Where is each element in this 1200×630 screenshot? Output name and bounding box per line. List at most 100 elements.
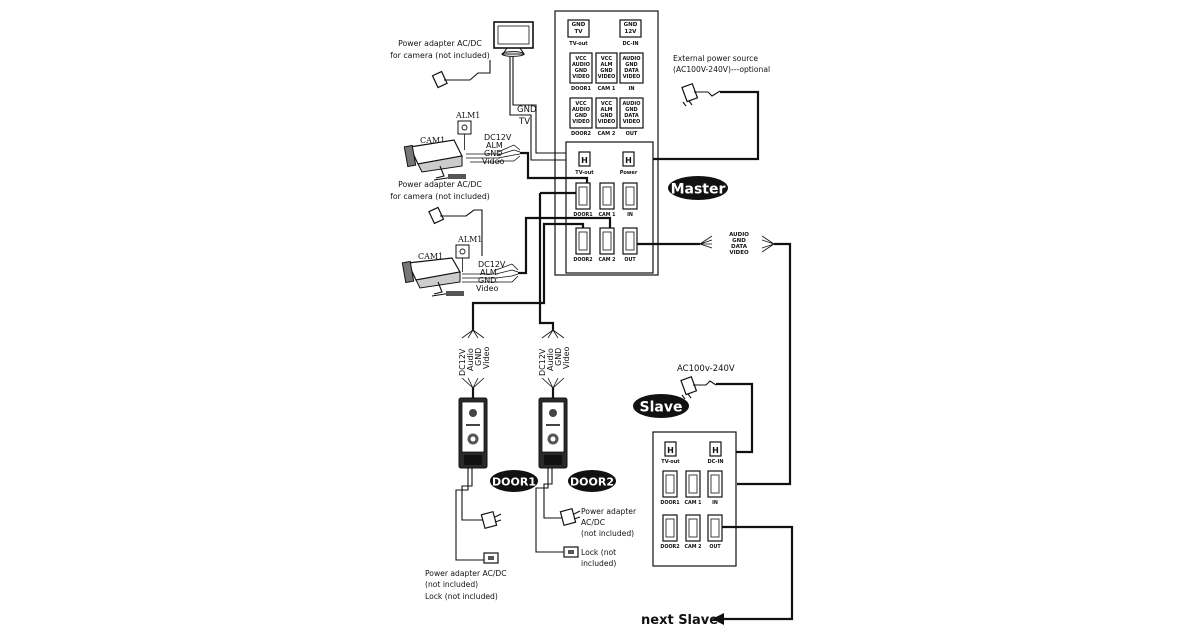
cam2-wire-label: GND [478,276,496,285]
slave-out-connector: OUT [707,514,723,550]
svg-text:VCC: VCC [575,56,587,62]
slave-door1-connector: DOOR1 [660,470,680,506]
svg-text:OUT: OUT [626,131,638,137]
external-power-label: External power source [673,54,758,63]
svg-text:Audio: Audio [546,348,555,371]
cam1-fan-join [513,144,521,162]
svg-text:H: H [712,446,719,455]
door1-power-adapter-icon [480,510,502,530]
svg-text:AUDIO: AUDIO [572,62,590,68]
svg-text:GND: GND [600,113,612,119]
cam1-wire-label: GND [484,149,502,158]
cam1-adapter-label: Power adapter AC/DC [398,39,482,48]
next-slave-cable [722,525,794,621]
svg-text:IN: IN [712,500,718,506]
slave-in-connector: IN [707,470,723,506]
cam1-label: CAM1 [420,136,445,145]
alm1-label: ALM1 [455,111,480,120]
external-power-label-2: (AC100V-240V)---optional [673,65,770,74]
door1-note: Lock (not included) [425,592,498,601]
cam1-tail [466,153,500,163]
svg-text:H: H [625,156,632,165]
door2-fan-bottom [541,377,565,389]
svg-text:Slave: Slave [640,400,683,416]
svg-text:VIDEO: VIDEO [623,119,641,125]
door2-lock-note: included) [581,559,616,568]
door1-fan-bottom [461,377,485,389]
cam2-fan-join [511,263,519,283]
svg-text:DC12V: DC12V [538,348,547,376]
cam1-power-adapter-icon [431,60,491,89]
alarm-sensor-icon [457,120,472,150]
terminal-out: AUDIO GND DATA VIDEO OUT [619,97,644,137]
svg-text:VCC: VCC [601,101,613,107]
tv-cable [512,57,566,154]
external-power-plug-icon [681,82,721,107]
door1-station-icon [458,397,488,469]
svg-text:DATA: DATA [731,244,748,250]
door2-station-icon [538,397,568,469]
arrow-left-icon [712,613,724,625]
cam1-cable [520,151,589,183]
terminal-label: TV [574,29,583,35]
terminal-door1: VCC AUDIO GND VIDEO DOOR1 [569,52,593,92]
slave-cam2-connector: CAM 2 [684,514,702,550]
tv-wire-tv-label: TV [518,117,530,127]
terminal-label: GND [624,22,638,28]
terminal-door2: VCC AUDIO GND VIDEO DOOR2 [569,97,593,137]
alarm-sensor-2-icon [455,244,470,272]
svg-text:Video: Video [482,346,491,369]
master-door2-connector: DOOR2 [573,227,593,263]
tv-cable-2 [509,57,566,161]
svg-text:VIDEO: VIDEO [598,119,616,125]
svg-text:AUDIO: AUDIO [622,101,640,107]
cctv-camera-2-icon [401,257,464,297]
svg-text:DOOR2: DOOR2 [570,476,614,489]
svg-text:CAM 2: CAM 2 [598,257,615,263]
terminal-cam1: VCC ALM GND VIDEO CAM 1 [595,52,618,92]
door2-lock-wire [535,468,564,553]
door1-fan [461,329,485,339]
cctv-camera-icon [403,139,466,181]
svg-text:IN: IN [628,86,634,92]
svg-text:DOOR1: DOOR1 [492,476,536,489]
door1-badge: DOOR1 [490,470,538,492]
svg-text:TV-out: TV-out [661,459,680,465]
master-in-connector: IN [622,182,638,218]
terminal-cam2: VCC ALM GND VIDEO CAM 2 [595,97,618,137]
svg-text:AUDIO: AUDIO [729,232,749,238]
alm2-label: ALM1 [457,235,482,244]
cam2-tail [462,273,498,283]
terminal-caption: DC-IN [622,41,638,47]
door2-lock-note: Lock (not [581,548,616,557]
master-cam2-connector: CAM 2 [598,227,616,263]
master-power-plug: H Power [620,151,638,176]
svg-text:VIDEO: VIDEO [729,250,749,256]
svg-text:ALM: ALM [600,107,612,113]
svg-text:DOOR2: DOOR2 [573,257,592,263]
master-door1-connector: DOOR1 [573,182,593,218]
svg-text:ALM: ALM [600,62,612,68]
svg-text:GND: GND [625,62,637,68]
slave-door2-connector: DOOR2 [660,514,680,550]
out-fan-right [761,235,775,253]
door2-wire-labels: DC12V Audio GND Video [538,346,571,376]
svg-text:IN: IN [627,212,633,218]
svg-text:VIDEO: VIDEO [572,119,590,125]
next-slave-label: next Slave [641,613,718,628]
terminal-label: 12V [625,29,638,35]
master-badge: Master [668,176,728,200]
svg-text:TV-out: TV-out [575,170,594,176]
svg-text:Power: Power [620,170,638,176]
svg-text:CAM 2: CAM 2 [598,131,616,137]
slave-power-cable [716,382,754,454]
svg-text:CAM 1: CAM 1 [598,212,615,218]
svg-text:DOOR1: DOOR1 [571,86,592,92]
cam2-power-adapter-icon [428,206,483,256]
slave-in-cable [737,242,792,486]
slave-power-plug-icon [680,375,717,400]
cam1-wire-label: DC12V [484,133,512,142]
door1-wire-labels: DC12V Audio GND Video [458,346,491,376]
slave-tv-out-plug: H TV-out [661,441,680,465]
svg-text:DC12V: DC12V [458,348,467,376]
